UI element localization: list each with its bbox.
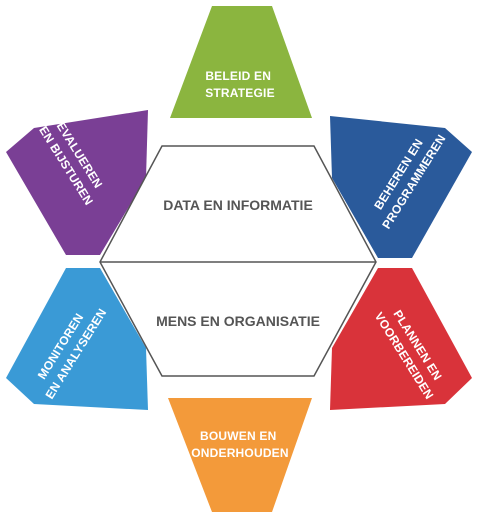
segment-plannen-shape bbox=[330, 268, 472, 410]
segment-beheren-shape bbox=[330, 116, 472, 258]
segment-beleid-line-2: STRATEGIE bbox=[205, 86, 275, 100]
segment-beheren-en-programmeren: BEHEREN EN PROGRAMMEREN bbox=[330, 116, 472, 258]
segment-bouwen-shape bbox=[168, 398, 312, 512]
segment-beleid-line-1: BELEID EN bbox=[205, 69, 271, 83]
segment-beleid-en-strategie: BELEID EN STRATEGIE bbox=[170, 6, 312, 118]
center-hexagon: DATA EN INFORMATIE MENS EN ORGANISATIE bbox=[99, 145, 377, 377]
segment-monitoren-shape bbox=[6, 268, 148, 410]
segment-bouwen-en-onderhouden: BOUWEN EN ONDERHOUDEN bbox=[168, 398, 312, 512]
segment-bouwen-line-2: ONDERHOUDEN bbox=[191, 446, 289, 460]
svg-text:BOUWEN EN ONDERHOUDEN: BOUWEN EN ONDERHOUDEN bbox=[191, 429, 289, 460]
segment-evalueren-shape bbox=[6, 110, 148, 255]
segment-bouwen-line-1: BOUWEN EN bbox=[200, 429, 276, 443]
segment-beleid-shape bbox=[170, 6, 312, 118]
center-top-label: DATA EN INFORMATIE bbox=[163, 197, 313, 213]
segment-plannen-en-voorbereiden: PLANNEN EN VOORBEREIDEN bbox=[330, 268, 472, 410]
center-bottom-label: MENS EN ORGANISATIE bbox=[156, 313, 320, 329]
segment-evalueren-en-bijsturen: EVALUEREN EN BIJSTUREN bbox=[6, 110, 148, 255]
segment-monitoren-en-analyseren: MONITOREN EN ANALYSEREN bbox=[6, 268, 148, 410]
svg-text:BELEID EN STRATEGIE: BELEID EN STRATEGIE bbox=[205, 69, 275, 100]
